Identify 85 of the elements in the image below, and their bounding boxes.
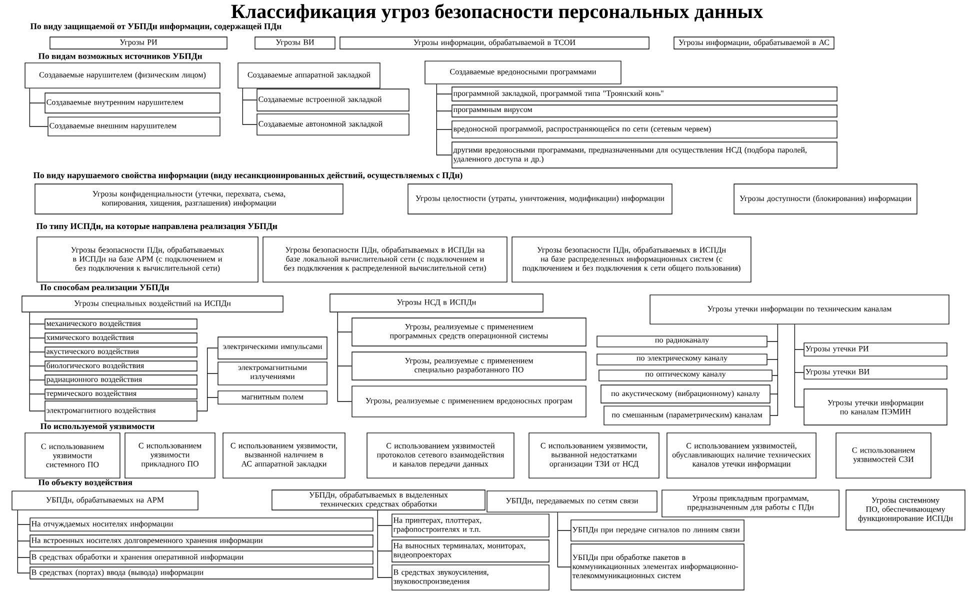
threat-box: С использованием уязвимости, вызванной наличием в АС аппаратной закладки — [222, 432, 346, 478]
connector-line — [767, 324, 778, 416]
threat-box: Угрозы безопасности ПДн, обрабатываемых в ИСПДн на базе АРМ (с подключением и без подключения к вычислительной сети) — [36, 236, 258, 282]
threat-box: химического воздействия — [44, 332, 198, 344]
threat-box: Угрозы, реализуемые с применением программных средств операционной системы — [352, 318, 586, 346]
threat-box: С использованием уязвимости прикладного ПО — [124, 432, 216, 478]
threat-box: С использованием уязвимостей, обуславливающих наличие технических каналов утечки информации — [666, 432, 816, 478]
threat-box: В средствах обработки и хранения оперативной информации — [30, 550, 374, 564]
connector-line — [377, 510, 392, 578]
threat-box: программной закладкой, программой типа "Троянский конь" — [452, 86, 838, 102]
threat-box: по оптическому каналу — [598, 370, 772, 382]
threat-box: Угрозы безопасности ПДн, обрабатываемых в ИСПДн на базе локальной вычислительной сети (с подключением и без подключения к распределенной вычислительной сети) — [262, 236, 508, 282]
threat-box: Угрозы конфиденциальности (утечки, перехвата, съема, копирования, хищения, разглашения) информации — [34, 184, 344, 214]
threat-box: С использованием уязвимости системного ПО — [24, 432, 120, 478]
threat-box: На принтерах, плоттерах, графопостроителях и т.п. — [392, 514, 550, 538]
threat-box: С использованием уязвимости, вызванной недостатками организации ТЗИ от НСД — [528, 432, 660, 478]
section-heading: По объекту воздействия — [38, 478, 132, 488]
section-heading: По типу ИСПДн, на которые направлена реализация УБПДн — [36, 223, 278, 231]
connector-line — [794, 324, 804, 408]
threat-box: по электрическому каналу — [596, 354, 768, 366]
connector-line — [337, 312, 352, 402]
connector-line — [29, 312, 45, 412]
section-heading: По виду защищаемой от УБПДн информации, содержащей ПДн — [30, 23, 282, 31]
section-heading: По виду нарушаемого свойства информации (виду несанкционированных действий, осуществляемых с ПДн) — [33, 172, 462, 180]
threat-box: по смешанным (параметрическим) каналам — [604, 406, 770, 426]
threat-box: Угрозы утечки информации по каналам ПЭМИН — [804, 388, 948, 426]
connector-line — [17, 510, 30, 574]
threat-box: Угрозы утечки информации по техническим каналам — [650, 294, 950, 324]
threat-box: Угрозы РИ — [50, 36, 228, 50]
section-heading: По видам возможных источников УБПДн — [38, 53, 202, 61]
threat-box: С использованием уязвимостей протоколов сетевого взаимодействия и каналов передачи данных — [366, 432, 514, 478]
threat-box: В средствах (портах) ввода (вывода) информации — [30, 566, 374, 580]
threat-box: На отчуждаемых носителях информации — [30, 518, 374, 532]
threat-box: На выносных терминалах, мониторах, видеопроекторах — [392, 540, 550, 562]
threat-box: В средствах звукоусиления, звуковоспроизведения — [392, 564, 550, 590]
threat-box: Угрозы специальных воздействий на ИСПДн — [22, 296, 284, 312]
threat-box: Угрозы целостности (утраты, уничтожения, модификации) информации — [408, 184, 672, 214]
connector-line — [436, 84, 452, 156]
threat-box: Угрозы НСД в ИСПДн — [330, 294, 544, 312]
threat-box: Угрозы информации, обрабатываемой в ТСОИ — [340, 36, 650, 50]
threat-box: радиационного воздействия — [44, 374, 198, 386]
threat-box: механического воздействия — [44, 318, 198, 330]
threat-box: Угрозы системному ПО, обеспечивающему функционирование ИСПДн — [846, 490, 966, 530]
threat-box: магнитным полем — [218, 390, 328, 404]
threat-box: Создаваемые нарушителем (физическим лицом) — [24, 62, 220, 88]
title: Классификация угроз безопасности персональных данных — [231, 4, 763, 22]
threat-box: электромагнитного воздействия — [44, 400, 198, 422]
threat-box: Создаваемые встроенной закладкой — [256, 88, 410, 112]
threat-box: электрическими импульсами — [218, 336, 328, 360]
threat-box: Угрозы, реализуемые с применением вредоносных програм — [352, 386, 586, 418]
section-heading: По используемой уязвимости — [40, 423, 154, 431]
threat-box: УБПДн, передаваемых по сетям связи — [486, 490, 658, 512]
threat-box: УБПДн, обрабатываемых на АРМ — [12, 490, 198, 510]
threat-box: программным вирусом — [452, 104, 838, 118]
threat-box: Угрозы безопасности ПДн, обрабатываемых в ИСПДн на базе распределенных информационных систем (с подключением и без подключения к сети общего пользования) — [512, 236, 752, 282]
threat-box: Угрозы информации, обрабатываемой в АС — [674, 36, 834, 50]
threat-box: На встроенных носителях долговременного хранения информации — [30, 534, 374, 548]
threat-box: по акустическому (вибрационному) каналу — [600, 384, 770, 404]
threat-box: УБПДн при обработке пакетов в коммуникационных элементах информационно-телекоммуникационных систем — [570, 544, 744, 590]
threat-box: электромагнитными излучениями — [218, 362, 328, 386]
threat-box: Создаваемые автономной закладкой — [256, 114, 410, 136]
connector-line — [197, 348, 218, 412]
section-heading: По способам реализации УБПДн — [40, 284, 170, 292]
threat-box: Угрозы, реализуемые с применением специально разработанного ПО — [352, 352, 586, 380]
connector-line — [29, 88, 48, 127]
threat-box: Создаваемые внешним нарушителем — [48, 116, 220, 136]
threat-box: другими вредоносными программами, предназначенными для осуществления НСД (подбора паролей, удаленного доступа и др.) — [452, 142, 838, 168]
connector-line — [557, 512, 571, 568]
threat-box: Создаваемые аппаратной закладкой — [238, 62, 380, 88]
threat-box: С использованием уязвимостей СЗИ — [836, 432, 932, 478]
threat-box: термического воздействия — [44, 388, 198, 400]
threat-box: Угрозы прикладным программам, предназначенным для работы с ПДн — [662, 490, 840, 518]
threat-box: Угрозы утечки РИ — [804, 342, 948, 356]
threat-box: Угрозы ВИ — [254, 36, 336, 50]
threat-box: Угрозы утечки ВИ — [804, 366, 948, 380]
threat-box: УБПДн при передаче сигналов по линиям связи — [570, 520, 744, 542]
threat-box: акустического воздействия — [44, 346, 198, 358]
connector-line — [242, 88, 257, 125]
threat-box: биологического воздействия — [44, 360, 198, 372]
threat-box: Создаваемые вредоносными программами — [424, 60, 622, 84]
threat-box: Угрозы доступности (блокирования) информации — [734, 184, 918, 214]
threat-box: вредоносной программой, распространяющейся по сети (сетевым червем) — [452, 120, 838, 138]
threat-box: Создаваемые внутренним нарушителем — [44, 92, 220, 114]
threat-box: по радиоканалу — [596, 336, 768, 348]
threat-box: УБПДн, обрабатываемых в выделенных технических средствах обработки — [272, 490, 486, 510]
